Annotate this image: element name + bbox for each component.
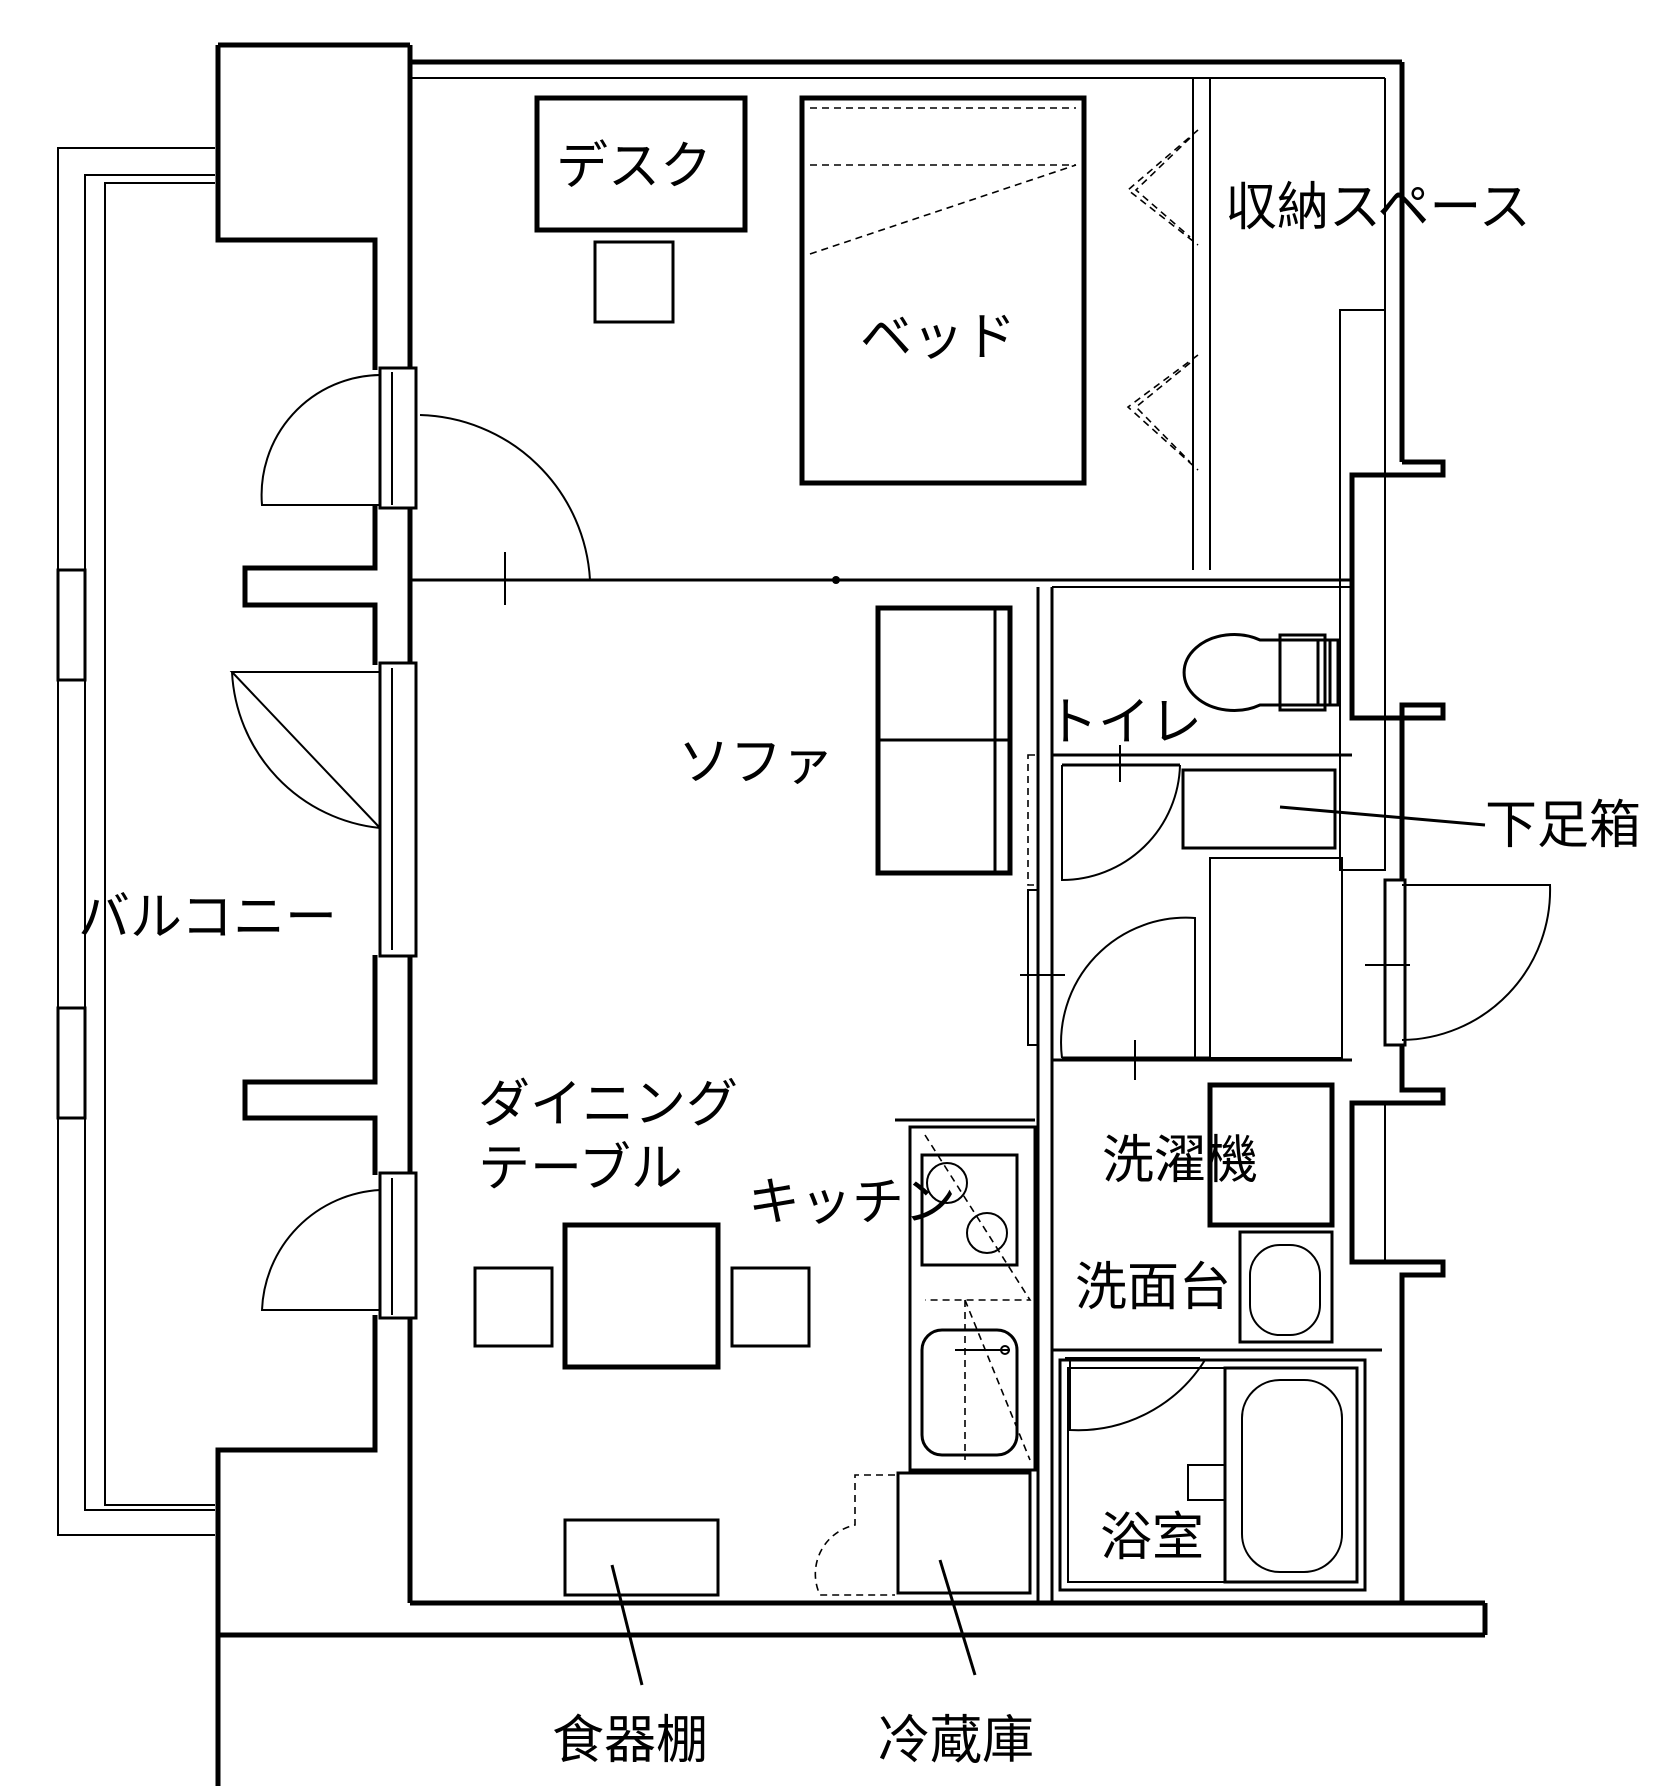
dining-table: ダイニング テーブル <box>473 1075 811 1370</box>
cupboard: 食器棚 <box>552 1518 720 1771</box>
kitchen-counter: キッチン <box>748 1118 1037 1472</box>
refrigerator: 冷蔵庫 <box>814 1471 1034 1771</box>
dining-label-line2: テーブル <box>478 1139 683 1199</box>
entrance-door <box>1365 878 1552 1047</box>
balcony-post-upper <box>56 568 87 682</box>
washbasin: 洗面台 <box>1075 1230 1334 1344</box>
sofa-label: ソファ <box>678 733 834 793</box>
shoe-cabinet-label: 下足箱 <box>1485 796 1641 856</box>
kitchen-label: キッチン <box>748 1173 956 1233</box>
interior-partitions <box>410 78 1386 1603</box>
bed-label: ベッド <box>860 308 1016 368</box>
refrigerator-label: 冷蔵庫 <box>878 1711 1034 1771</box>
desk: デスク <box>534 95 748 233</box>
toilet: トイレ <box>1046 633 1340 753</box>
cupboard-label: 食器棚 <box>552 1711 708 1771</box>
toilet-label: トイレ <box>1046 693 1202 753</box>
balcony-post-lower <box>56 1006 87 1120</box>
bathroom: 浴室 <box>1058 1357 1367 1592</box>
balcony-area <box>56 147 215 1536</box>
washing-machine: 洗濯機 <box>1102 1082 1335 1228</box>
desk-chair <box>593 240 675 324</box>
balcony-label: バルコニー <box>78 888 337 948</box>
sofa: ソファ <box>678 605 1013 876</box>
balcony-door-lower <box>260 1171 418 1320</box>
washroom-door <box>1020 889 1210 1080</box>
washing-machine-label: 洗濯機 <box>1102 1131 1258 1191</box>
bathroom-label: 浴室 <box>1100 1508 1204 1568</box>
desk-label: デスク <box>556 137 712 197</box>
storage-closet: 収納スペース <box>1126 129 1531 471</box>
balcony-door-upper <box>260 366 591 605</box>
toilet-door <box>1027 745 1181 886</box>
shoe-cabinet: 下足箱 <box>1181 768 1641 856</box>
storage-label: 収納スペース <box>1225 178 1531 238</box>
dining-label-line1: ダイニング <box>478 1075 738 1135</box>
balcony-door-middle <box>229 661 418 958</box>
bed: ベッド <box>799 95 1087 486</box>
washbasin-label: 洗面台 <box>1075 1258 1231 1318</box>
